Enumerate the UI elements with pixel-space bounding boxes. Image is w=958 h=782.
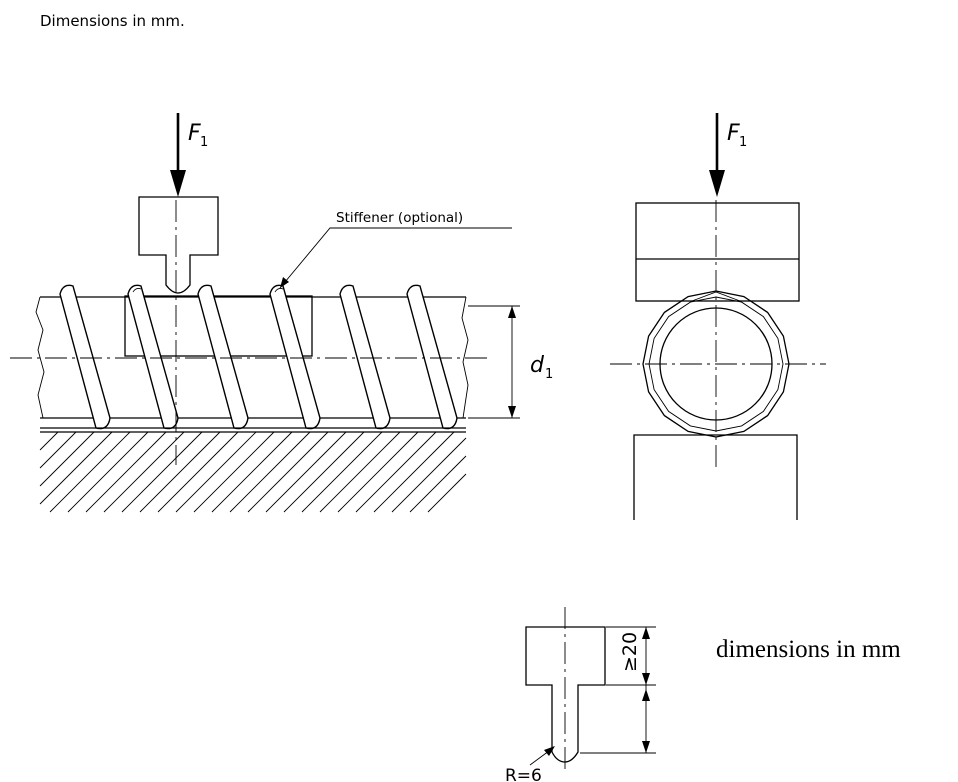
force-subscript-left: 1 bbox=[200, 135, 208, 150]
base-hatching bbox=[39, 431, 467, 513]
coil-3 bbox=[197, 284, 249, 430]
coil-1 bbox=[59, 284, 111, 430]
hatch-line bbox=[85, 431, 167, 513]
indenter-left bbox=[138, 196, 219, 294]
diameter-subscript: 1 bbox=[545, 367, 553, 382]
coil-6 bbox=[406, 284, 458, 430]
force-label-left: F bbox=[188, 121, 201, 146]
hatch-line bbox=[49, 431, 131, 513]
bottom-support-block bbox=[633, 434, 798, 520]
hatch-line bbox=[193, 431, 275, 513]
height-dimension-label: ≥20 bbox=[619, 632, 641, 672]
diameter-dimension: d 1 bbox=[468, 305, 553, 419]
hatch-line bbox=[265, 431, 347, 513]
hatch-line bbox=[39, 431, 77, 469]
hatch-line bbox=[39, 431, 95, 487]
hatch-line bbox=[229, 431, 311, 513]
hatch-line bbox=[175, 431, 257, 513]
rebar-body bbox=[35, 296, 469, 419]
force-arrow-right: F 1 bbox=[709, 113, 747, 197]
hatch-line bbox=[301, 431, 383, 513]
diameter-label: d bbox=[530, 353, 545, 378]
force-arrow-left: F 1 bbox=[170, 113, 208, 197]
hatch-line bbox=[319, 431, 401, 513]
support-base-left bbox=[39, 427, 467, 513]
hatch-line bbox=[355, 431, 437, 513]
hatch-line bbox=[337, 431, 419, 513]
height-dimension: ≥20 bbox=[580, 626, 656, 754]
stiffener-label: Stiffener (optional) bbox=[336, 210, 463, 226]
hatch-line bbox=[391, 437, 467, 513]
coil-2 bbox=[127, 284, 179, 430]
force-subscript-right: 1 bbox=[739, 135, 747, 150]
indenter-detail-outline bbox=[525, 626, 606, 763]
hatch-line bbox=[39, 431, 113, 505]
coil-5 bbox=[339, 284, 391, 430]
hatch-line bbox=[67, 431, 149, 513]
hatch-line bbox=[283, 431, 365, 513]
hatch-line bbox=[373, 431, 455, 513]
radius-label: R=6 bbox=[505, 766, 542, 782]
hatch-line bbox=[157, 431, 239, 513]
hatch-line bbox=[427, 473, 467, 513]
indenter-detail: ≥20 R=6 dimensions in mm bbox=[505, 607, 901, 782]
hatch-line bbox=[103, 431, 185, 513]
stiffener-callout: Stiffener (optional) bbox=[279, 210, 512, 289]
hatch-line bbox=[39, 431, 59, 451]
header-note: Dimensions in mm. bbox=[40, 12, 185, 30]
hatch-line bbox=[121, 431, 203, 513]
force-label-right: F bbox=[727, 121, 740, 146]
left-view: F 1 bbox=[10, 113, 553, 513]
hatch-line bbox=[139, 431, 221, 513]
right-view: F 1 bbox=[610, 113, 826, 520]
detail-note: dimensions in mm bbox=[716, 636, 901, 663]
radius-callout: R=6 bbox=[505, 746, 555, 782]
hatch-line bbox=[409, 455, 467, 513]
helical-coils bbox=[59, 284, 458, 430]
hatch-line bbox=[211, 431, 293, 513]
hatch-line bbox=[247, 431, 329, 513]
top-press-block bbox=[635, 202, 800, 302]
